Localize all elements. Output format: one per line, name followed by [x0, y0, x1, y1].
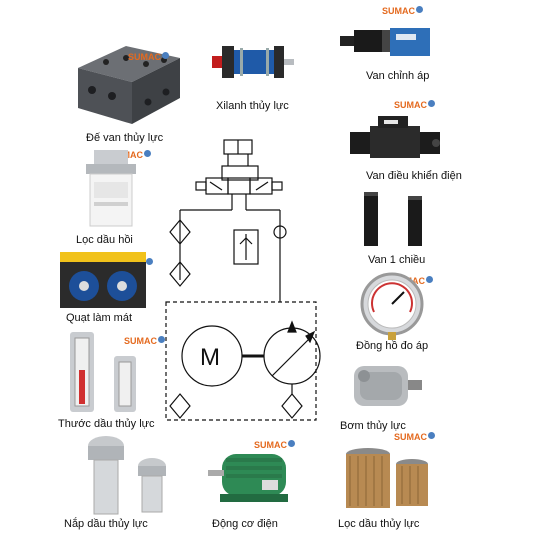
label-check-valve: Van 1 chiều [368, 254, 426, 266]
label-oil-level-gauge: Thước dầu thủy lực [58, 418, 155, 430]
pressure-valve-image [340, 24, 432, 60]
pressure-gauge-image [352, 272, 432, 340]
label-hydraulic-pump: Bơm thủy lực [340, 420, 406, 432]
label-return-filter: Lọc dầu hồi [76, 234, 133, 246]
oil-level-gauge-image [66, 330, 146, 414]
label-manifold-block: Đế van thủy lực [86, 132, 164, 144]
label-pressure-gauge: Đồng hồ đo áp [356, 340, 429, 352]
solenoid-valve-image [344, 110, 444, 166]
electric-motor-image [206, 444, 302, 508]
label-hydraulic-cylinder: Xilanh thủy lực [216, 100, 289, 112]
motor-symbol-text: M [200, 344, 220, 371]
brand-text: SUMAC [394, 432, 427, 442]
label-hydraulic-filter: Lọc dầu thủy lực [338, 518, 420, 530]
brand-logo: SUMAC [394, 100, 435, 110]
brand-text: SUMAC [394, 100, 427, 110]
label-filler-cap: Nắp dầu thủy lực [64, 518, 148, 530]
brand-logo: SUMAC [128, 52, 169, 62]
return-filter-image [82, 146, 142, 230]
label-electric-motor: Động cơ điện [212, 518, 278, 530]
brand-text: SUMAC [128, 52, 161, 62]
brand-logo: SUMAC [124, 336, 165, 346]
check-valve-image [360, 190, 430, 250]
brand-text: SUMAC [382, 6, 415, 16]
brand-logo: SUMAC [394, 432, 435, 442]
brand-logo: SUMAC [254, 440, 295, 450]
brand-text: SUMAC [124, 336, 157, 346]
hydraulic-cylinder-image [210, 36, 296, 88]
filler-cap-image [82, 432, 172, 516]
brand-text: SUMAC [254, 440, 287, 450]
label-cooling-fan: Quạt làm mát [66, 312, 133, 324]
manifold-block-image [68, 40, 186, 130]
label-solenoid-valve: Van điều khiển điện [366, 170, 462, 182]
hydraulic-schematic [160, 132, 340, 452]
brand-logo: SUMAC [382, 6, 423, 16]
label-pressure-valve: Van chỉnh áp [366, 70, 430, 82]
cooling-fan-image [58, 250, 150, 310]
hydraulic-filter-image [340, 446, 432, 512]
hydraulic-pump-image [344, 356, 426, 414]
motor-symbol: M [200, 344, 224, 371]
